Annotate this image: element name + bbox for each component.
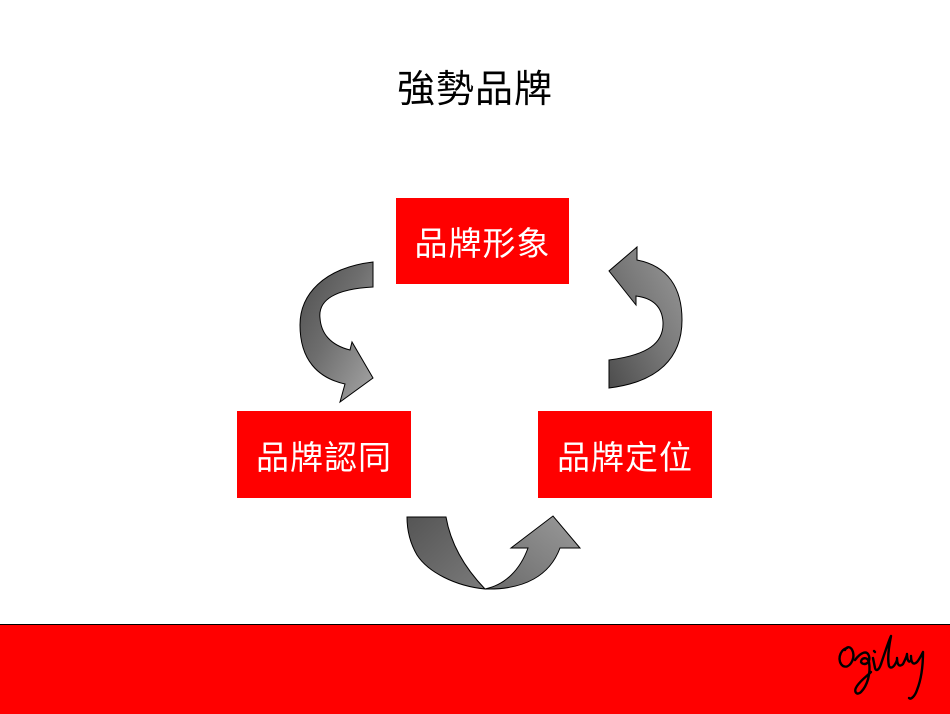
node-brand-identity: 品牌認同	[237, 411, 411, 498]
node-brand-image: 品牌形象	[396, 198, 569, 284]
node-brand-image-label: 品牌形象	[414, 224, 551, 263]
ogilvy-logo	[838, 634, 925, 700]
node-brand-positioning: 品牌定位	[538, 411, 712, 498]
arrow-image-to-identity	[299, 261, 374, 404]
page-title: 強勢品牌	[396, 67, 553, 111]
arrow-identity-to-position-head	[484, 515, 582, 590]
node-brand-identity-label: 品牌認同	[256, 437, 392, 477]
node-brand-positioning-label: 品牌定位	[557, 437, 693, 477]
arrow-position-to-image	[608, 245, 683, 389]
footer-bar	[0, 624, 950, 714]
arrow-identity-to-position-tail	[406, 516, 487, 590]
